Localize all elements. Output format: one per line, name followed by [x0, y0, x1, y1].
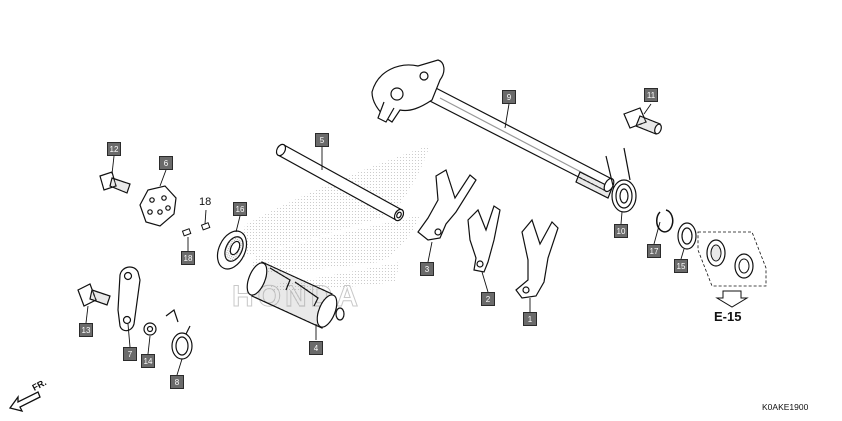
shift-fork-3	[417, 169, 477, 241]
cross-reference-label: E-15	[714, 309, 742, 324]
drum-bearing	[216, 230, 248, 270]
leader-lines	[85, 103, 685, 376]
loose-label-18: 18	[199, 196, 212, 208]
washer	[143, 322, 157, 336]
callout-2: 2	[481, 292, 495, 306]
shift-drum	[246, 261, 345, 329]
callout-8: 8	[170, 375, 184, 389]
shift-fork-shaft	[275, 143, 405, 222]
spindle-washer	[677, 222, 697, 250]
callout-11: 11	[644, 88, 658, 102]
callout-5: 5	[315, 133, 329, 147]
oil-seal-group	[697, 231, 767, 308]
callout-3: 3	[420, 262, 434, 276]
diagram-reference-code: K0AKE1900	[762, 402, 809, 412]
arrow-down-icon	[715, 290, 749, 308]
drum-center-plate	[139, 185, 177, 227]
stopper-arm-spring	[165, 309, 193, 360]
callout-6: 6	[159, 156, 173, 170]
callout-15: 15	[674, 259, 688, 273]
callout-16: 16	[233, 202, 247, 216]
stopper-arm	[117, 266, 141, 332]
dowel-pins	[181, 222, 211, 237]
front-direction-arrow-icon	[8, 391, 41, 412]
callout-13: 13	[79, 323, 93, 337]
callout-18: 18	[181, 251, 195, 265]
callout-7: 7	[123, 347, 137, 361]
callout-4: 4	[309, 341, 323, 355]
stopper-bolt	[77, 283, 111, 307]
callout-17: 17	[647, 244, 661, 258]
callout-12: 12	[107, 142, 121, 156]
callout-14: 14	[141, 354, 155, 368]
circlip	[656, 209, 674, 233]
shift-fork-1	[515, 218, 559, 299]
center-bolt	[99, 171, 131, 194]
gearshift-spindle	[371, 59, 615, 199]
callout-10: 10	[614, 224, 628, 238]
callout-1: 1	[523, 312, 537, 326]
shift-fork-2	[467, 205, 501, 273]
pin-bolt	[623, 107, 662, 135]
callout-9: 9	[502, 90, 516, 104]
return-spring	[605, 147, 637, 213]
